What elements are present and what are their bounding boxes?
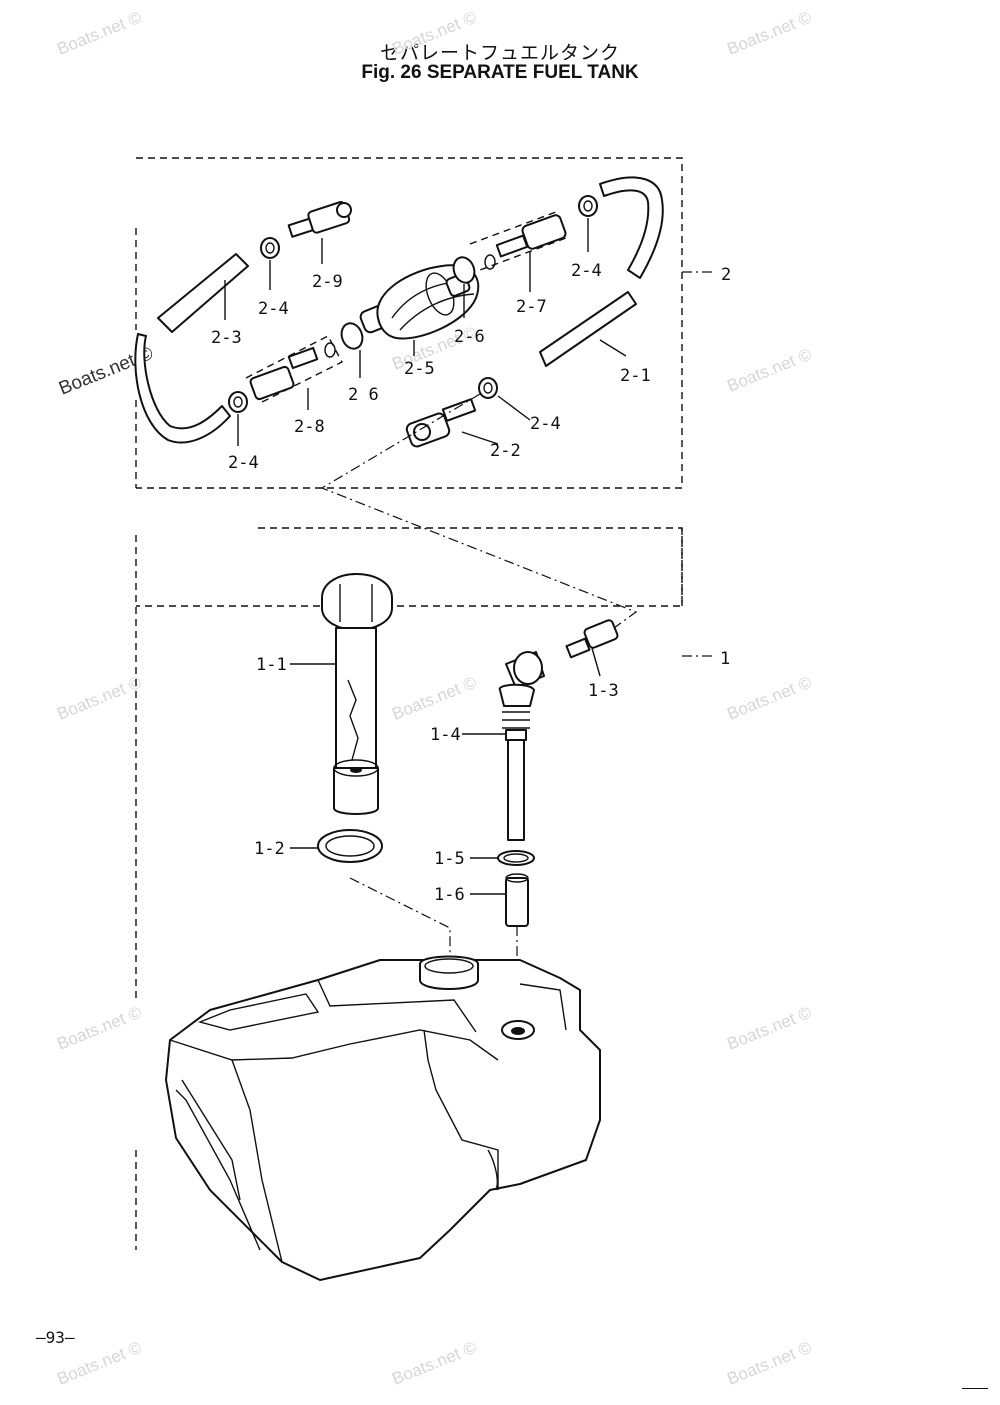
figure-title: Fig. 26 SEPARATE FUEL TANK bbox=[361, 62, 639, 83]
watermark-text: Boats.net © bbox=[724, 1003, 814, 1054]
connector-1-3 bbox=[565, 619, 619, 659]
callout-2: 2 bbox=[721, 265, 731, 285]
filter-1-6 bbox=[505, 873, 529, 927]
callout-2-7: 2-7 bbox=[516, 297, 547, 317]
leader-lines-group-2 bbox=[224, 218, 716, 446]
callout-1-6: 1-6 bbox=[434, 885, 465, 905]
watermark-text: Boats.net © bbox=[54, 673, 144, 724]
callout-2-4: 2-4 bbox=[228, 453, 259, 473]
connector-2-2 bbox=[405, 398, 477, 448]
watermark-text: Boats.net © bbox=[54, 8, 144, 59]
clamp-2-4 bbox=[478, 377, 498, 399]
watermark-text: Boats.net © bbox=[54, 1003, 144, 1054]
watermark-text: Boats.net © bbox=[724, 345, 814, 396]
callout-1: 1 bbox=[720, 649, 730, 669]
callout-2-3: 2-3 bbox=[211, 328, 242, 348]
connector-2-8 bbox=[245, 335, 343, 405]
callout-1-4: 1-4 bbox=[430, 725, 461, 745]
callout-2-4: 2-4 bbox=[571, 261, 602, 281]
gasket-1-2 bbox=[317, 829, 383, 863]
callout-2-1: 2-1 bbox=[620, 366, 651, 386]
hose-2-3 bbox=[134, 253, 249, 444]
connector-2-9 bbox=[287, 201, 352, 238]
page-number: —93— bbox=[36, 1328, 75, 1347]
watermark-text: Boats.net © bbox=[724, 8, 814, 59]
callout-1-5: 1-5 bbox=[434, 849, 465, 869]
fuel-gauge-1-1 bbox=[321, 573, 393, 815]
watermark-text: Boats.net © bbox=[724, 1338, 814, 1389]
callout-2-4: 2-4 bbox=[530, 414, 561, 434]
hose-assembly-group-box bbox=[135, 157, 683, 489]
callout-1-1: 1-1 bbox=[256, 655, 287, 675]
callout-1-3: 1-3 bbox=[588, 681, 619, 701]
clamp-2-4 bbox=[260, 237, 280, 259]
callout-2-6: 2-6 bbox=[454, 327, 485, 347]
watermark-text: Boats.net © bbox=[724, 673, 814, 724]
tank-group-box bbox=[135, 527, 683, 1250]
primer-bulb-2-5 bbox=[359, 264, 480, 340]
check-valve-2-6 bbox=[340, 256, 476, 350]
callout-1-2: 1-2 bbox=[254, 839, 285, 859]
callout-2-6: 2 6 bbox=[348, 385, 379, 405]
corner-mark bbox=[962, 1388, 988, 1389]
callout-2-4: 2-4 bbox=[258, 299, 289, 319]
callout-labels: 2 1 2-1 2-2 2-3 2-4 2-4 2-4 2-4 2-5 2-6 … bbox=[211, 261, 731, 905]
o-ring-1-5 bbox=[497, 850, 535, 866]
fuel-pickup-1-4 bbox=[498, 651, 545, 841]
watermark-text: Boats.net © bbox=[389, 1338, 479, 1389]
group-link-lines bbox=[320, 393, 638, 629]
watermark-text: Boats.net © bbox=[389, 8, 479, 59]
callout-2-9: 2-9 bbox=[312, 272, 343, 292]
hose-2-1 bbox=[539, 176, 664, 367]
fuel-tank bbox=[165, 955, 601, 1281]
hose-clamps bbox=[228, 195, 598, 413]
clamp-2-4 bbox=[578, 195, 598, 217]
title-japanese: セパレートフュエルタンク bbox=[379, 42, 620, 64]
clamp-2-4 bbox=[228, 391, 248, 413]
callout-2-5: 2-5 bbox=[404, 359, 435, 379]
callout-2-2: 2-2 bbox=[490, 441, 521, 461]
watermark-text: Boats.net © bbox=[389, 673, 479, 724]
callout-2-8: 2-8 bbox=[294, 417, 325, 437]
connector-2-7 bbox=[469, 211, 567, 271]
